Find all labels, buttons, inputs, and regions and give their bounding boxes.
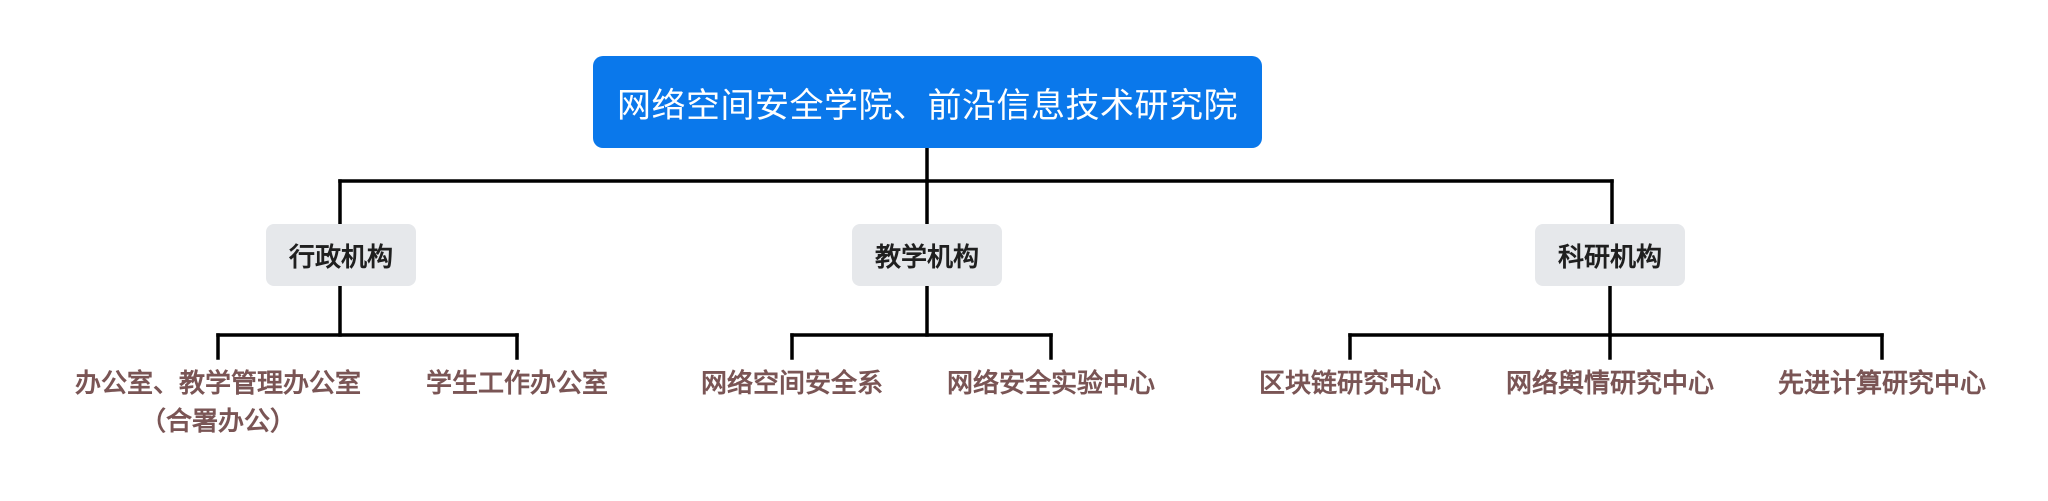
leaf-node-blockchain-center[interactable]: 区块链研究中心 <box>1240 365 1460 403</box>
category-node-admin[interactable]: 行政机构 <box>266 224 416 286</box>
category-research-label: 科研机构 <box>1557 242 1662 273</box>
leaf-opinion-center-label: 网络舆情研究中心 <box>1505 369 1714 399</box>
leaf-student-affairs-label: 学生工作办公室 <box>425 369 608 399</box>
leaf-office-line1: 办公室、教学管理办公室 <box>74 369 361 399</box>
leaf-node-computing-center[interactable]: 先进计算研究中心 <box>1757 365 2007 403</box>
leaf-node-office[interactable]: 办公室、教学管理办公室 （合署办公） <box>58 365 378 441</box>
leaf-cyberspace-dept-label: 网络空间安全系 <box>700 369 883 399</box>
category-teaching-label: 教学机构 <box>874 242 979 273</box>
category-node-research[interactable]: 科研机构 <box>1535 224 1685 286</box>
leaf-office-line2: （合署办公） <box>139 407 296 437</box>
leaf-node-security-lab[interactable]: 网络安全实验中心 <box>926 365 1176 403</box>
category-node-teaching[interactable]: 教学机构 <box>852 224 1002 286</box>
root-node-label: 网络空间安全学院、前沿信息技术研究院 <box>617 85 1238 126</box>
leaf-computing-center-label: 先进计算研究中心 <box>1777 369 1986 399</box>
leaf-blockchain-center-label: 区块链研究中心 <box>1258 369 1441 399</box>
leaf-security-lab-label: 网络安全实验中心 <box>946 369 1155 399</box>
root-node[interactable]: 网络空间安全学院、前沿信息技术研究院 <box>593 56 1262 148</box>
leaf-node-student-affairs[interactable]: 学生工作办公室 <box>407 365 627 403</box>
leaf-node-cyberspace-dept[interactable]: 网络空间安全系 <box>682 365 902 403</box>
leaf-node-opinion-center[interactable]: 网络舆情研究中心 <box>1485 365 1735 403</box>
category-admin-label: 行政机构 <box>288 242 393 273</box>
